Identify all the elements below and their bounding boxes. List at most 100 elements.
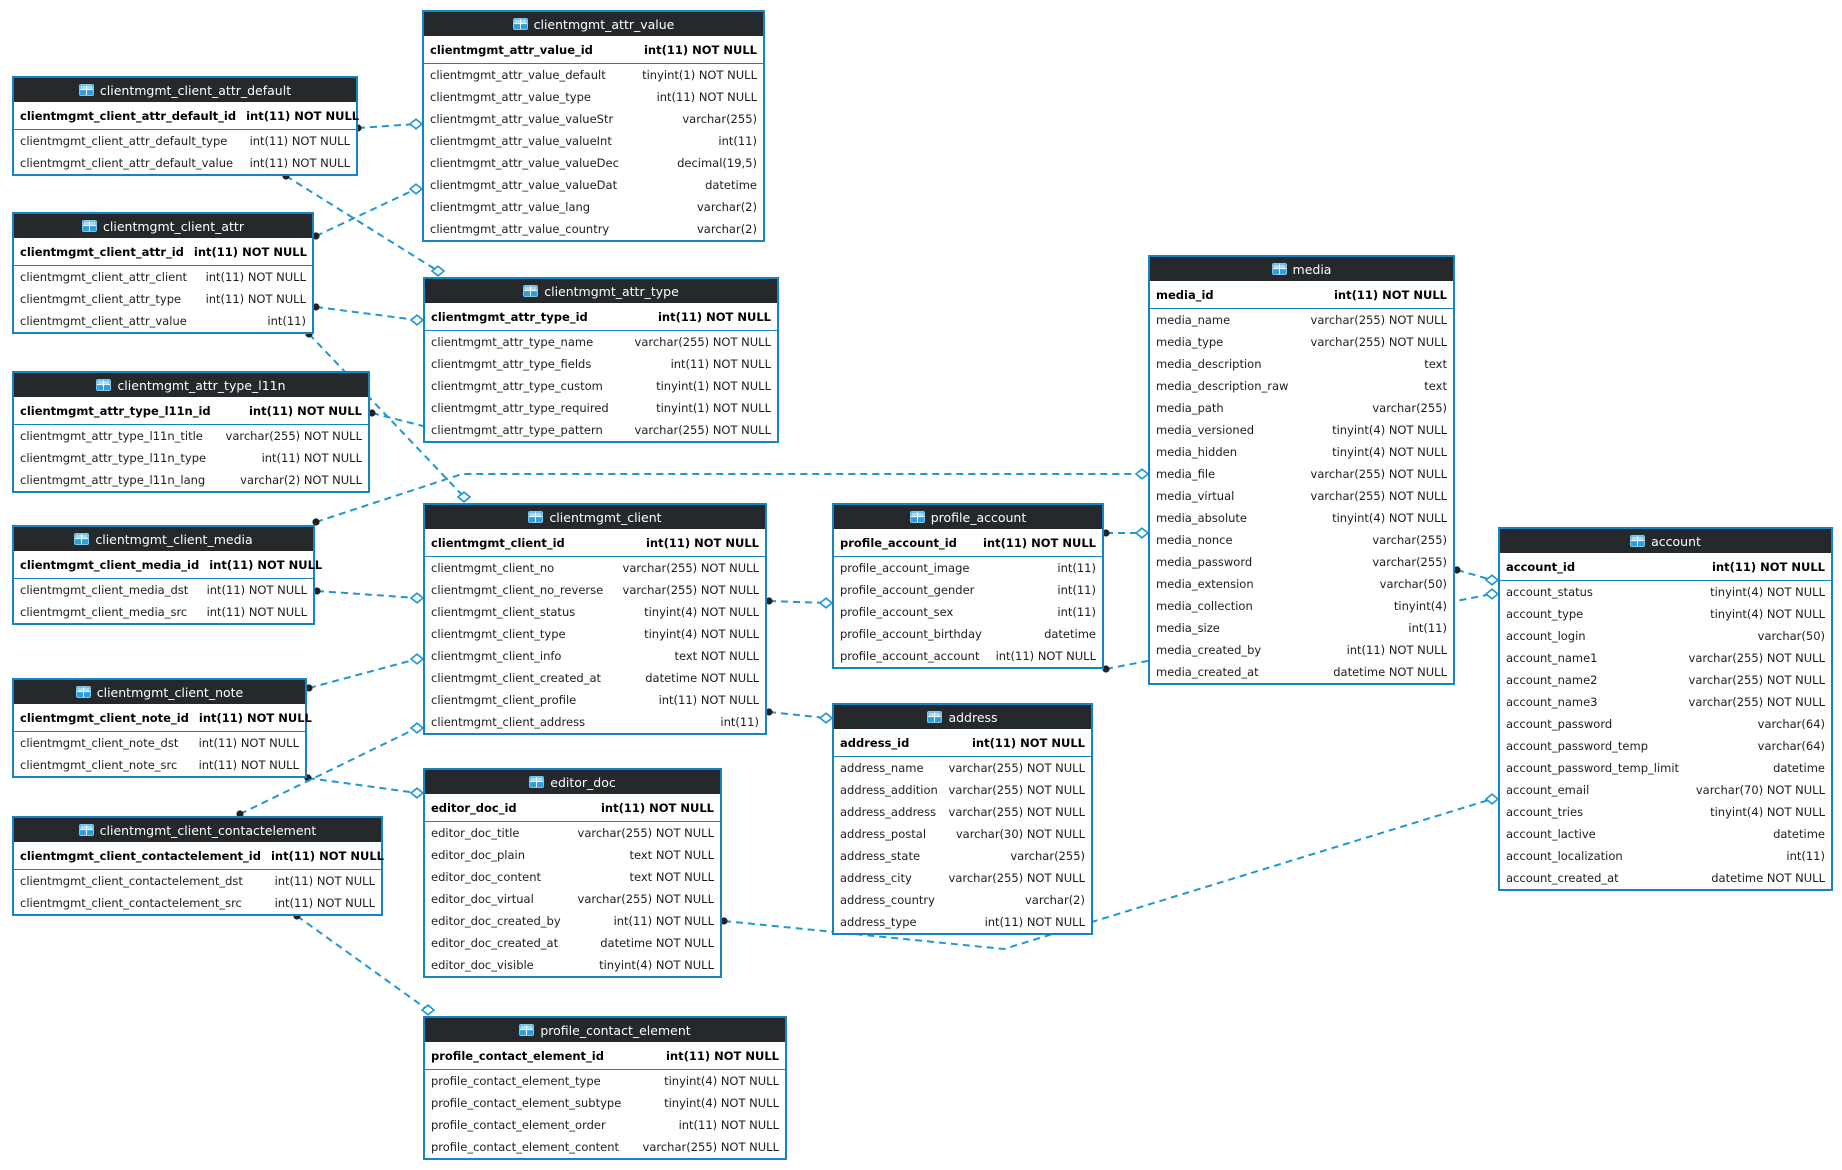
relationship-line[interactable]	[315, 188, 417, 237]
column-name: editor_doc_title	[431, 826, 520, 840]
column-name: account_type	[1506, 607, 1584, 621]
column-type: varchar(255)	[1372, 555, 1447, 569]
relationship-clientmgmt_client_contactelement-to-profile_contact_element[interactable]	[293, 912, 436, 1016]
column-type: varchar(255) NOT NULL	[1310, 489, 1447, 503]
relationship-line[interactable]	[316, 590, 418, 599]
column-type: varchar(255) NOT NULL	[622, 583, 759, 597]
column-name: media_created_at	[1156, 665, 1259, 679]
relationship-line[interactable]	[315, 473, 1142, 523]
table-header[interactable]: clientmgmt_client	[425, 505, 765, 529]
relationship-profile_account-to-media[interactable]	[1102, 527, 1150, 539]
relationship-line[interactable]	[239, 727, 418, 815]
column-type: varchar(64)	[1757, 739, 1825, 753]
column-type: tinyint(1) NOT NULL	[656, 401, 771, 415]
table-header[interactable]: clientmgmt_attr_type	[425, 279, 777, 303]
table-header[interactable]: media	[1150, 257, 1453, 281]
table-header[interactable]: clientmgmt_client_contactelement	[14, 818, 381, 842]
relationship-clientmgmt_client_attr_default-to-clientmgmt_attr_type[interactable]	[282, 172, 446, 277]
column-type: varchar(255) NOT NULL	[634, 335, 771, 349]
table-header[interactable]: clientmgmt_client_attr_default	[14, 78, 356, 102]
relationship-line[interactable]	[723, 798, 1493, 951]
table-header[interactable]: clientmgmt_attr_type_l11n	[14, 373, 368, 397]
cardinality-diamond	[1134, 468, 1150, 480]
relationship-line[interactable]	[308, 333, 465, 498]
table-header[interactable]: clientmgmt_client_media	[14, 527, 313, 551]
relationship-line[interactable]	[1456, 569, 1493, 581]
relationship-clientmgmt_client_attr-to-clientmgmt_attr_value[interactable]	[312, 183, 424, 240]
relationship-clientmgmt_client-to-address[interactable]	[765, 708, 834, 724]
column-type: int(11) NOT NULL	[205, 292, 306, 306]
table-clientmgmt-client-contactelement[interactable]: clientmgmt_client_contactelement clientmg…	[12, 816, 384, 916]
table-header[interactable]: profile_account	[834, 505, 1102, 529]
column-name: clientmgmt_attr_value_valueInt	[430, 134, 612, 148]
relationship-line[interactable]	[307, 777, 418, 794]
relationship-line[interactable]	[357, 123, 417, 129]
relationship-line[interactable]	[315, 306, 418, 321]
relationship-clientmgmt_client_note-to-editor_doc[interactable]	[304, 774, 425, 799]
relationship-clientmgmt_client_media-to-clientmgmt_client[interactable]	[313, 587, 425, 604]
column-type: tinyint(4) NOT NULL	[644, 605, 759, 619]
table-title: clientmgmt_client_attr	[103, 218, 244, 234]
table-grid-icon	[74, 533, 90, 545]
relationship-media-to-account[interactable]	[1453, 566, 1500, 586]
table-header[interactable]: account	[1500, 529, 1831, 553]
column-name: editor_doc_virtual	[431, 892, 534, 906]
relationship-clientmgmt_client_note-to-clientmgmt_client[interactable]	[305, 653, 425, 692]
cardinality-diamond	[408, 183, 424, 195]
table-header[interactable]: editor_doc	[425, 770, 720, 794]
relationship-line[interactable]	[768, 711, 827, 719]
table-header[interactable]: address	[834, 705, 1091, 729]
table-grid-icon	[82, 220, 98, 232]
table-header[interactable]: clientmgmt_client_note	[14, 680, 305, 704]
relationship-line[interactable]	[768, 600, 827, 604]
column-name: clientmgmt_client_type	[431, 627, 566, 641]
relationship-line[interactable]	[308, 658, 418, 689]
relationship-line[interactable]	[285, 175, 439, 272]
column-type: varchar(2)	[696, 222, 757, 236]
table-header[interactable]: profile_contact_element	[425, 1018, 785, 1042]
column-type: varchar(255) NOT NULL	[634, 423, 771, 437]
column-type: varchar(255) NOT NULL	[948, 783, 1085, 797]
column-type: int(11) NOT NULL	[658, 693, 759, 707]
table-header[interactable]: clientmgmt_client_attr	[14, 214, 312, 238]
relationship-clientmgmt_client-to-profile_account[interactable]	[765, 597, 834, 609]
relationship-clientmgmt_client_attr_default-to-clientmgmt_attr_value[interactable]	[354, 118, 424, 132]
column-name: clientmgmt_attr_type_pattern	[431, 423, 603, 437]
table-clientmgmt-client-attr-default[interactable]: clientmgmt_client_attr_default clientmgmt…	[12, 76, 359, 176]
column-name: clientmgmt_client_contactelement_dst	[20, 874, 243, 888]
cardinality-diamond	[818, 597, 834, 609]
relationship-clientmgmt_client_attr-to-clientmgmt_attr_type[interactable]	[312, 303, 425, 326]
table-clientmgmt-attr-value[interactable]: clientmgmt_attr_value clientmgmt_attr_val…	[422, 10, 765, 242]
table-header[interactable]: clientmgmt_attr_value	[424, 12, 763, 36]
connection-dot	[368, 409, 376, 417]
table-grid-icon	[909, 511, 925, 523]
table-title: clientmgmt_client	[549, 509, 662, 525]
column-name: account_password_temp_limit	[1506, 761, 1680, 775]
relationship-line[interactable]	[296, 915, 429, 1011]
column-type: tinyint(1) NOT NULL	[642, 68, 757, 82]
column-name: clientmgmt_attr_value_valueDec	[430, 156, 619, 170]
table-clientmgmt-client-attr[interactable]: clientmgmt_client_attr clientmgmt_client_…	[12, 212, 314, 334]
